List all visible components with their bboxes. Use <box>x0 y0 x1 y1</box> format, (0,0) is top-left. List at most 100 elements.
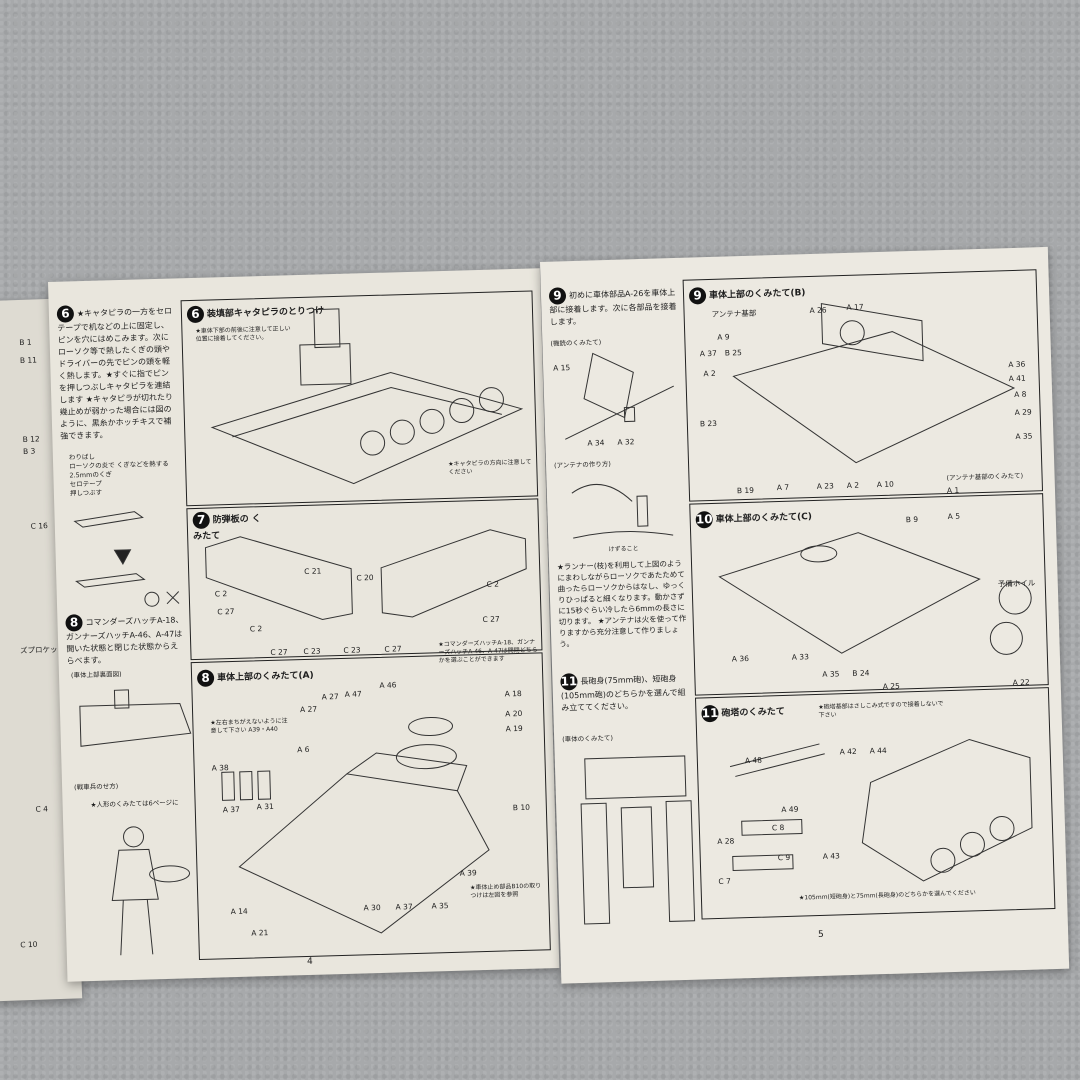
caption: (車体上部裏面図) <box>70 670 122 680</box>
part-label: A 36 <box>731 653 750 664</box>
track-link-illustration <box>73 511 180 607</box>
part-label: B 3 <box>22 446 36 456</box>
part-label: A 32 <box>617 437 635 447</box>
step-number: 8 <box>65 614 83 632</box>
part-label: B 24 <box>852 668 870 678</box>
part-label: C 23 <box>303 646 321 657</box>
part-label: C 2 <box>249 624 263 634</box>
part-label: A 20 <box>505 708 523 719</box>
part-label: C 2 <box>486 579 500 589</box>
part-label: A 31 <box>256 801 274 812</box>
part-label: A 22 <box>1012 677 1030 688</box>
part-label: A 29 <box>1014 407 1032 417</box>
part-label: A 37 <box>699 348 717 359</box>
hull-assembly-illustration <box>580 755 696 925</box>
caption: けずること <box>608 545 639 554</box>
part-label: A 19 <box>505 723 523 734</box>
crewman-figure-illustration <box>111 826 191 956</box>
antenna-making-illustration <box>571 483 674 539</box>
hull-underside-illustration <box>79 689 192 747</box>
upper-hull-illustration <box>221 716 490 934</box>
part-label: A 42 <box>839 746 857 757</box>
part-label: A 34 <box>587 438 605 448</box>
chassis-with-tracks-illustration <box>210 308 524 485</box>
part-label: A 1 <box>946 485 960 496</box>
caption: (アンテナの作り方) <box>553 459 611 470</box>
part-label: A 39 <box>459 868 477 878</box>
part-label: C 27 <box>217 606 235 617</box>
part-label: A 15 <box>553 363 571 373</box>
caption: ★人形のくみたては6ページに <box>90 798 179 810</box>
part-label: A 25 <box>882 681 900 692</box>
page-number: 5 <box>817 929 824 941</box>
part-label: C 27 <box>384 644 402 654</box>
part-label: A 36 <box>1008 359 1026 370</box>
part-label: A 26 <box>809 305 827 316</box>
part-label: A 7 <box>776 482 790 493</box>
part-label: A 27 <box>321 692 339 702</box>
part-label: B 1 <box>19 337 32 348</box>
part-label: C 27 <box>270 647 288 657</box>
part-label: A 37 <box>222 804 240 815</box>
part-label: A 18 <box>504 688 522 699</box>
part-label: A 48 <box>744 755 763 766</box>
part-label: A 46 <box>379 680 397 690</box>
page-number: 4 <box>306 956 313 968</box>
part-label: A 14 <box>230 906 248 917</box>
part-label: B 25 <box>724 348 742 358</box>
turret-illustration <box>729 738 1033 882</box>
part-label: A 21 <box>251 928 269 938</box>
part-label: A 44 <box>869 745 887 756</box>
part-label: C 20 <box>356 573 374 583</box>
part-label: A 35 <box>822 669 840 679</box>
part-label: C 7 <box>718 876 731 886</box>
caption: (戦車兵のせ方) <box>74 782 119 792</box>
part-label: A 35 <box>431 901 449 911</box>
part-label: A 47 <box>344 689 362 699</box>
step6-note: 6★キャタピラの一方をセロテープで机などの上に固定し、ピンを穴にはめこみます。次… <box>56 305 174 441</box>
part-label: A 27 <box>299 704 318 715</box>
part-label: A 2 <box>703 368 716 379</box>
step-number: 6 <box>56 305 75 323</box>
part-label: B 19 <box>736 485 755 496</box>
part-label: A 43 <box>822 851 840 861</box>
part-label: C 10 <box>20 939 38 950</box>
part-label: C 16 <box>30 521 49 531</box>
part-label: A 23 <box>816 481 834 491</box>
part-label: A 6 <box>297 744 310 755</box>
part-label: C 23 <box>343 645 361 655</box>
part-label: A 17 <box>846 302 864 312</box>
part-label: C 9 <box>777 852 791 863</box>
upper-hull-b-illustration <box>732 303 1016 464</box>
part-label: A 33 <box>791 652 810 662</box>
part-label: A 49 <box>781 804 799 815</box>
part-label: B 11 <box>19 355 38 365</box>
upper-hull-c-illustration <box>718 532 1032 655</box>
part-label: A 5 <box>947 511 961 522</box>
part-label: C 21 <box>304 566 322 576</box>
part-label: A 41 <box>1008 373 1026 384</box>
page-4: 6★キャタピラの一方をセロテープで机などの上に固定し、ピンを穴にはめこみます。次… <box>48 268 560 982</box>
antenna-note: ★ランナー(枝)を利用して上図のようにまわしながらローソクであたためて曲ったらロ… <box>556 558 687 649</box>
part-label: A 9 <box>717 332 730 342</box>
part-label: A 28 <box>717 836 735 846</box>
machine-gun-illustration <box>565 352 674 440</box>
part-label: A 10 <box>876 479 894 490</box>
part-label: A 38 <box>211 763 229 773</box>
part-label: C 27 <box>482 614 500 624</box>
part-label: C 4 <box>35 804 49 814</box>
part-label: A 37 <box>395 902 413 912</box>
part-label: B 9 <box>905 514 919 525</box>
part-label: A 30 <box>363 902 381 913</box>
part-label: C 2 <box>214 589 228 599</box>
armor-plate-illustration <box>204 529 527 620</box>
part-label: C 8 <box>771 823 785 833</box>
part-label: B 10 <box>512 802 531 813</box>
part-label: A 35 <box>1015 431 1033 441</box>
